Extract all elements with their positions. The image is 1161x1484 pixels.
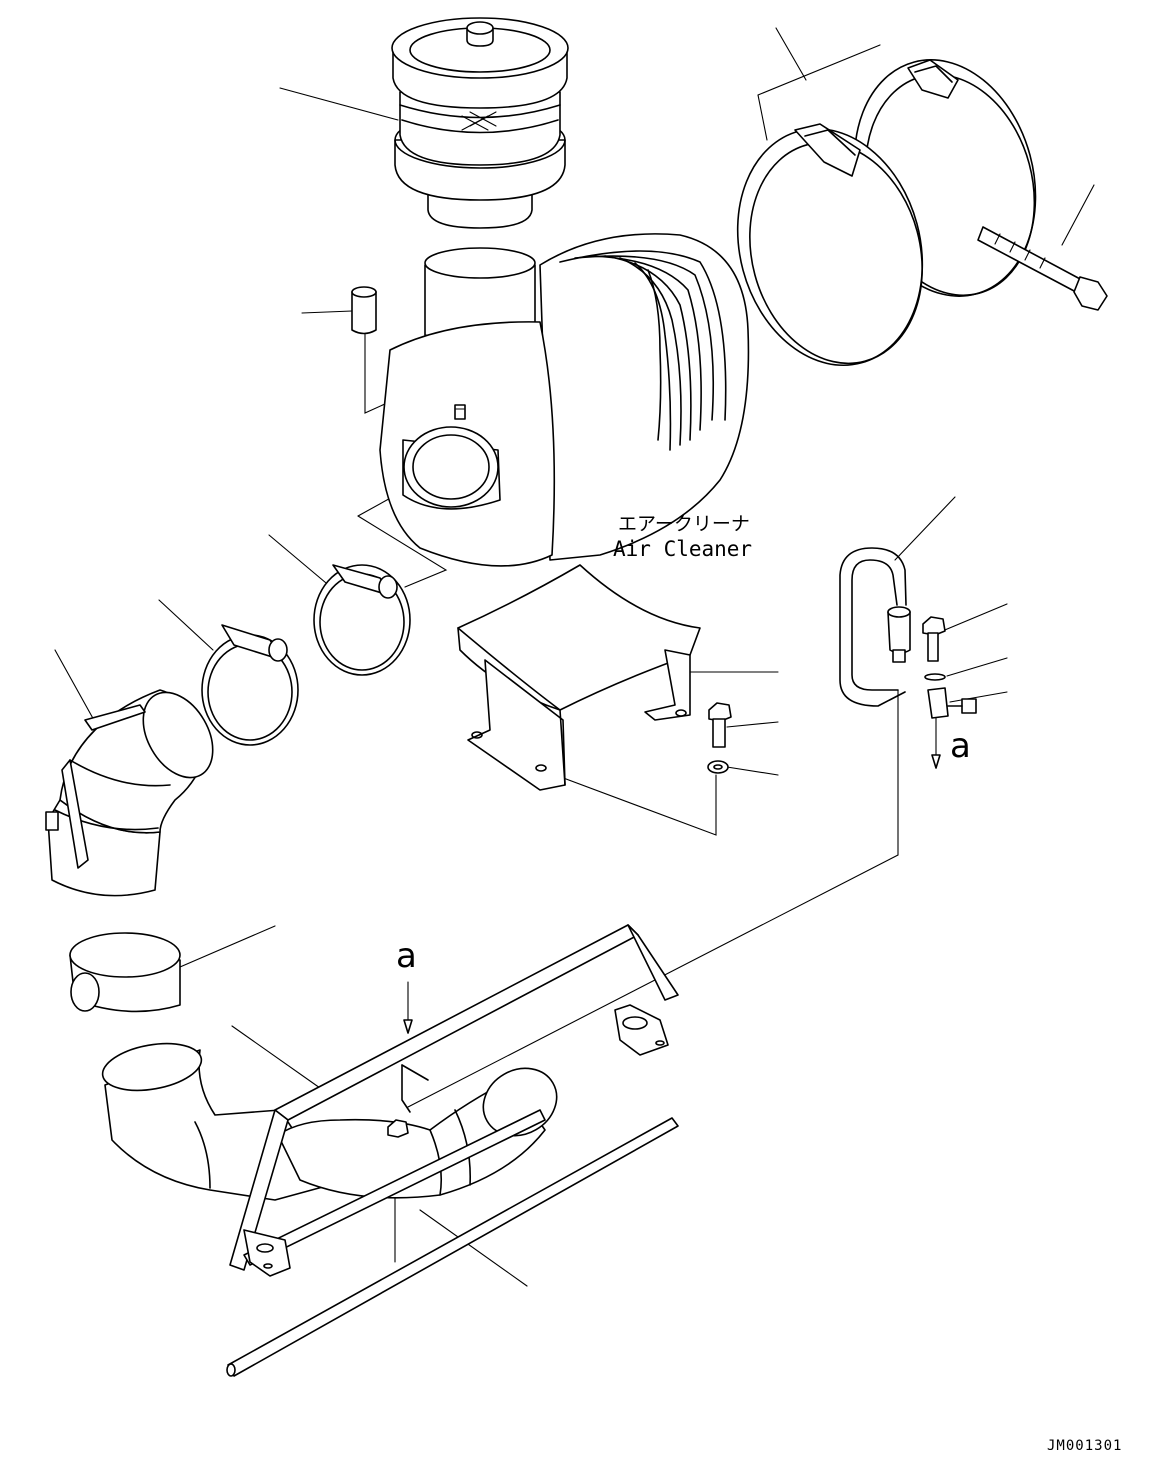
detail-marker-bottom: a (396, 936, 417, 976)
sensor-bolt (922, 616, 946, 662)
restriction-sensor (887, 606, 911, 663)
detail-marker-right: a (950, 726, 971, 766)
air-cleaner-body (379, 233, 750, 567)
mounting-band-front (736, 123, 924, 367)
hose-clamp-1 (313, 564, 411, 676)
bracket-washer (707, 760, 729, 774)
air-cleaner-cap (391, 17, 569, 229)
elbow-hose (45, 689, 214, 897)
drawing-code: JM001301 (1047, 1438, 1122, 1454)
detail-a-arrow (403, 981, 413, 1034)
air-cleaner-label-jp: エアークリーナ (618, 513, 750, 535)
dust-indicator (351, 286, 377, 335)
lower-duct (101, 1042, 558, 1201)
hose-clamp-2 (201, 624, 299, 746)
band-bolt (977, 226, 1108, 311)
sensor-pipe (839, 547, 977, 769)
seal-strip (226, 1117, 679, 1377)
air-cleaner-label-en: Air Cleaner (613, 537, 752, 561)
bracket-bolt (708, 702, 732, 748)
duct-mounting-plate (229, 924, 679, 1277)
hose-sleeve (69, 932, 181, 1013)
sensor-o-ring (924, 673, 946, 681)
support-bracket (457, 564, 701, 791)
